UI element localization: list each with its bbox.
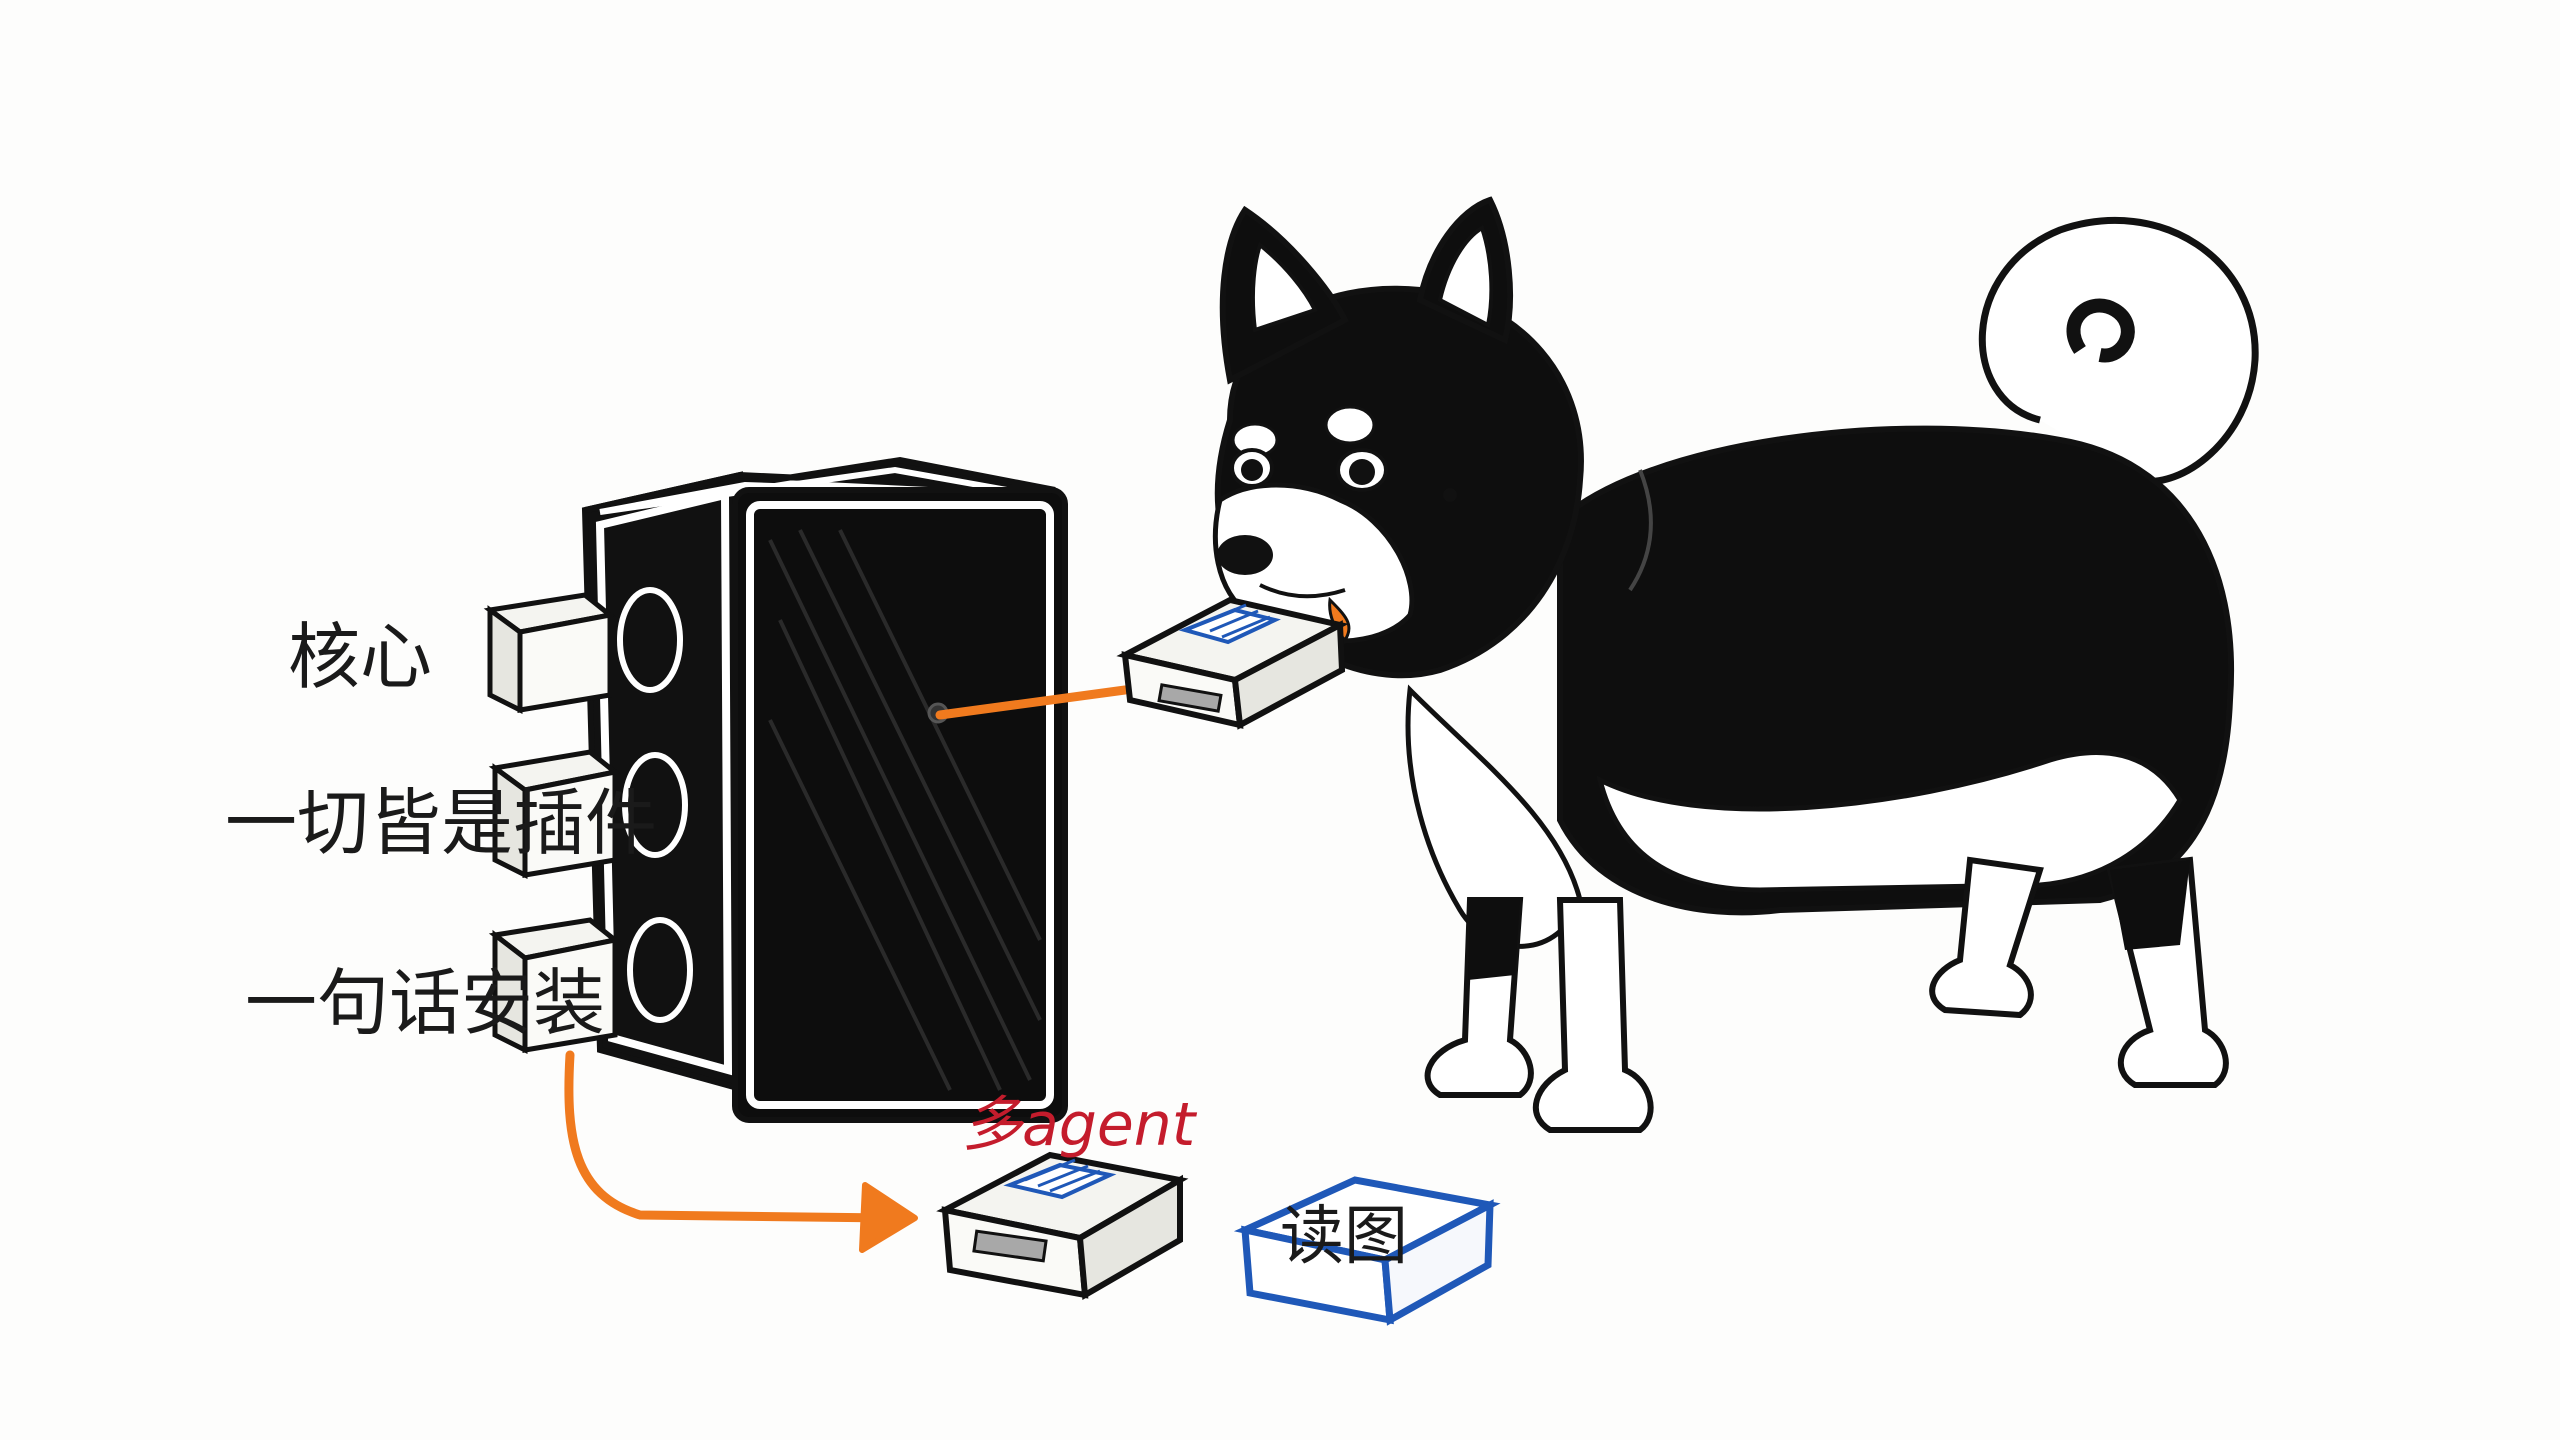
plugin-multi-agent-icon (936, 1151, 1189, 1300)
label-core: 核心 (288, 615, 432, 699)
core-box-icon (581, 456, 1068, 1123)
plugin-core-icon (483, 592, 616, 715)
label-read-image: 读图 (1280, 1200, 1408, 1274)
shiba-dog-icon (1213, 196, 2259, 1133)
plugin-install-icon (488, 917, 621, 1055)
connector-line (935, 685, 1130, 720)
plugin-everything-icon (488, 749, 621, 880)
label-everything-plugin: 一切皆是插件 (225, 781, 657, 865)
arrow-icon (564, 1050, 918, 1253)
plugin-read-image-icon (1233, 1176, 1501, 1326)
label-one-sentence-install: 一句话安装 (245, 961, 605, 1045)
plugin-in-mouth-icon (1116, 596, 1349, 730)
label-multi-agent: 多agent (962, 1090, 1198, 1160)
